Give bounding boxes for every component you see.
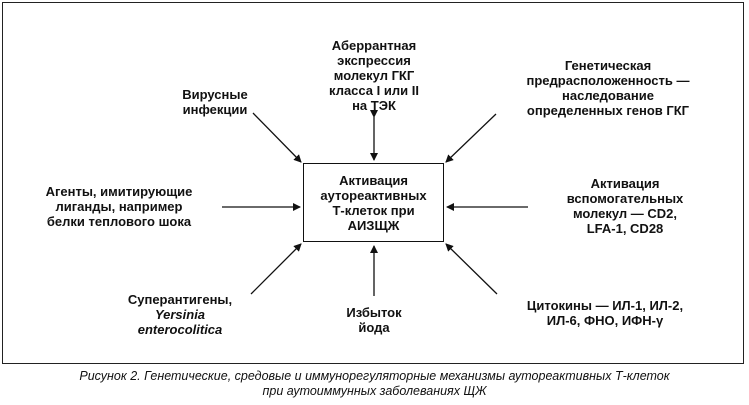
node-line: Аберрантная [331, 38, 417, 53]
node-line: экспрессия [337, 53, 411, 68]
center-node: Активация аутореактивных Т-клеток при АИ… [303, 163, 444, 242]
node-viral-infections: Вирусные инфекции [150, 87, 280, 117]
node-line: Вирусные [182, 87, 248, 102]
node-cytokines: Цитокины — ИЛ-1, ИЛ-2, ИЛ-6, ФНО, ИФН-γ [500, 298, 710, 328]
node-aberrant-expression: Аберрантная экспрессия молекул ГКГ класс… [294, 38, 454, 113]
node-line: наследование [562, 88, 654, 103]
node-line: enterocolitica [137, 322, 223, 337]
node-iodine-excess: Избыток йода [324, 305, 424, 335]
node-line: вспомогательных [566, 191, 684, 206]
node-line: молекул — CD2, [572, 206, 678, 221]
caption-line-1: Рисунок 2. Генетические, средовые и имму… [79, 369, 670, 383]
node-line: LFA-1, CD28 [586, 221, 664, 236]
center-line-2: аутореактивных [320, 187, 427, 203]
node-line: на ТЭК [352, 98, 396, 113]
diagram-frame [2, 2, 744, 364]
node-line: Агенты, имитирующие [45, 184, 193, 199]
center-line-4: АИЗЩЖ [347, 217, 400, 233]
node-genetic-predisposition: Генетическая предрасположенность — насле… [500, 58, 716, 118]
node-line: определенных генов ГКГ [526, 103, 690, 118]
arrow-viral-infections [252, 112, 302, 163]
node-line: предрасположенность — [526, 73, 690, 88]
center-line-1: Активация [339, 172, 408, 188]
node-line: йода [358, 320, 390, 335]
arrow-genetic-predisposition [445, 113, 497, 163]
figure-caption: Рисунок 2. Генетические, средовые и имму… [0, 369, 749, 399]
node-line: белки теплового шока [46, 214, 192, 229]
node-superantigens: Суперантигены, Yersinia enterocolitica [110, 292, 250, 337]
center-line-3: Т-клеток при [332, 202, 415, 218]
arrow-superantigens [250, 243, 302, 295]
node-line: ИЛ-6, ФНО, ИФН-γ [546, 313, 664, 328]
node-line: Избыток [346, 305, 402, 320]
node-line: Суперантигены, [127, 292, 233, 307]
node-line: Активация [590, 176, 660, 191]
node-line: Генетическая [564, 58, 652, 73]
caption-line-2: при аутоиммунных заболеваниях ЩЖ [262, 384, 487, 398]
node-mimicking-agents: Агенты, имитирующие лиганды, например бе… [24, 184, 214, 229]
node-line: Yersinia [154, 307, 206, 322]
node-line: лиганды, например [55, 199, 183, 214]
node-line: инфекции [182, 102, 248, 117]
node-line: Цитокины — ИЛ-1, ИЛ-2, [526, 298, 684, 313]
node-costimulatory-activation: Активация вспомогательных молекул — CD2,… [540, 176, 710, 236]
node-line: класса I или II [329, 83, 419, 98]
node-line: молекул ГКГ [333, 68, 415, 83]
arrow-cytokines [445, 243, 498, 295]
